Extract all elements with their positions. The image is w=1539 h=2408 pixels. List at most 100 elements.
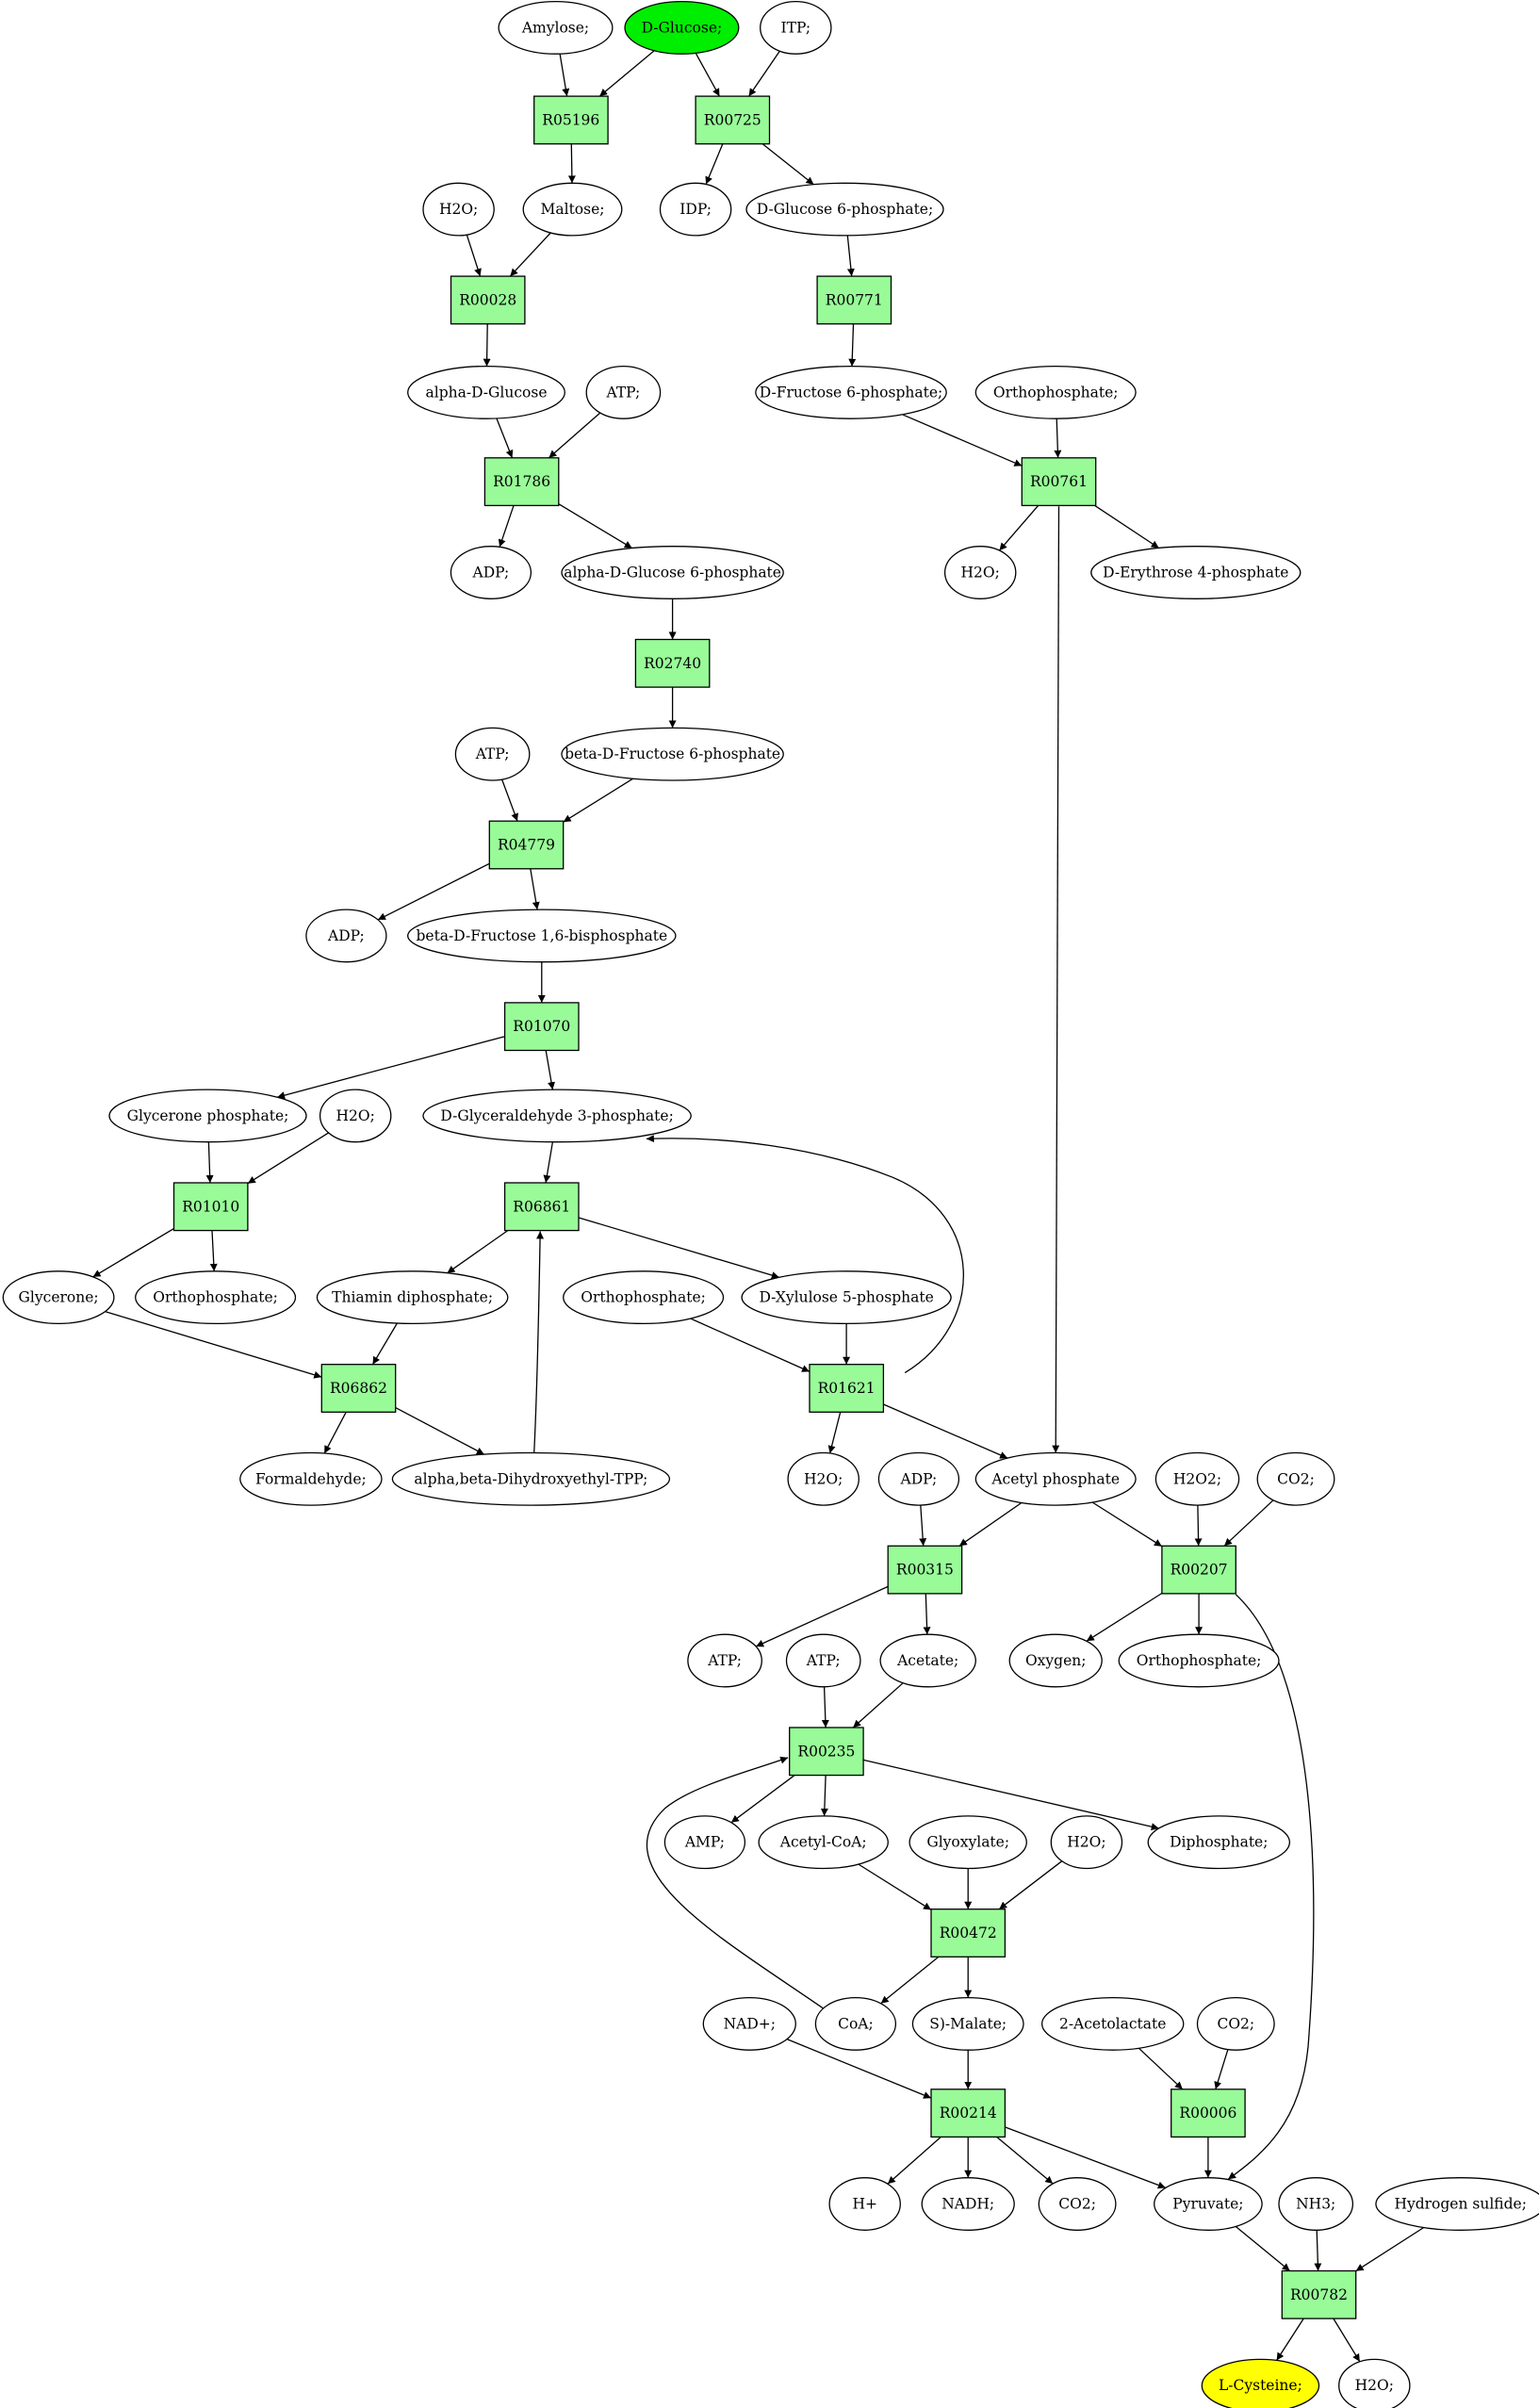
metabolite-node-atp_4[interactable]: ATP;: [785, 1633, 861, 1688]
metabolite-node-bdf16bp[interactable]: beta-D-Fructose 1,6-bisphosphate: [407, 909, 677, 963]
metabolite-node-dx5p[interactable]: D-Xylulose 5-phosphate: [741, 1270, 952, 1325]
metabolite-node-nh3[interactable]: NH3;: [1278, 2177, 1354, 2231]
metabolite-node-atp_2[interactable]: ATP;: [454, 727, 531, 781]
metabolite-node-h2o_2[interactable]: H2O;: [943, 546, 1017, 599]
edge-nh3-to-r00782: [1314, 2230, 1322, 2271]
metabolite-node-atp_1[interactable]: ATP;: [585, 365, 662, 419]
metabolite-node-diphosphate[interactable]: Diphosphate;: [1147, 1815, 1291, 1870]
metabolite-node-nadh[interactable]: NADH;: [921, 2177, 1015, 2231]
metabolite-node-hplus[interactable]: H+: [828, 2177, 901, 2231]
reaction-node-r01786[interactable]: R01786: [483, 457, 560, 507]
node-label-r01070: R01070: [513, 1018, 570, 1035]
metabolite-node-nad[interactable]: NAD+;: [702, 1996, 796, 2051]
node-label-bdf16bp: beta-D-Fructose 1,6-bisphosphate: [416, 927, 667, 944]
metabolite-node-de4p[interactable]: D-Erythrose 4-phosphate: [1090, 546, 1302, 599]
edge-r00782-to-h2o_6: [1333, 2318, 1361, 2363]
metabolite-node-h2s[interactable]: Hydrogen sulfide;: [1375, 2177, 1539, 2231]
node-label-r06862: R06862: [330, 1380, 387, 1397]
metabolite-node-abdtpp[interactable]: alpha,beta-Dihydroxyethyl-TPP;: [391, 1451, 671, 1506]
node-label-hplus: H+: [852, 2196, 877, 2213]
reaction-node-r00315[interactable]: R00315: [887, 1545, 963, 1595]
metabolite-node-h2o_6[interactable]: H2O;: [1338, 2358, 1411, 2408]
metabolite-node-acetate[interactable]: Acetate;: [879, 1633, 976, 1688]
metabolite-node-adp_2[interactable]: ADP;: [305, 909, 387, 963]
metabolite-node-co2_2[interactable]: CO2;: [1196, 1996, 1275, 2051]
metabolite-node-dglucose[interactable]: D-Glucose;: [624, 0, 740, 55]
metabolite-node-smalate[interactable]: S)-Malate;: [911, 1996, 1024, 2051]
metabolite-node-coa[interactable]: CoA;: [814, 1996, 897, 2051]
metabolite-node-glycerone_p[interactable]: Glycerone phosphate;: [108, 1089, 307, 1143]
reaction-node-r00782[interactable]: R00782: [1281, 2269, 1357, 2319]
metabolite-node-itp[interactable]: ITP;: [760, 0, 832, 55]
metabolite-node-h2o_1[interactable]: H2O;: [422, 182, 495, 237]
metabolite-node-adglucose[interactable]: alpha-D-Glucose: [407, 365, 565, 419]
metabolite-ellipse: [741, 1270, 952, 1325]
metabolite-node-thiamin[interactable]: Thiamin diphosphate;: [316, 1270, 509, 1325]
metabolite-node-acetylcoa[interactable]: Acetyl-CoA;: [758, 1815, 889, 1870]
metabolite-ellipse: [422, 182, 495, 237]
reaction-node-r01010[interactable]: R01010: [172, 1182, 249, 1232]
metabolite-node-co2_1[interactable]: CO2;: [1256, 1451, 1335, 1506]
metabolite-ellipse: [921, 2177, 1015, 2231]
metabolite-node-acetolactate[interactable]: 2-Acetolactate: [1040, 1996, 1185, 2051]
metabolite-node-dgap[interactable]: D-Glyceraldehyde 3-phosphate;: [422, 1089, 692, 1143]
metabolite-node-idp[interactable]: IDP;: [659, 182, 732, 237]
reaction-node-r05196[interactable]: R05196: [533, 95, 609, 145]
reaction-node-r06861[interactable]: R06861: [503, 1182, 580, 1232]
edge-df6p-to-r00761: [902, 414, 1023, 467]
node-label-r04779: R04779: [498, 837, 555, 854]
metabolite-ellipse: [563, 1270, 725, 1325]
node-label-r00214: R00214: [940, 2105, 997, 2121]
node-label-dx5p: D-Xylulose 5-phosphate: [759, 1289, 933, 1306]
metabolite-node-adp_3[interactable]: ADP;: [877, 1451, 960, 1506]
reaction-box: [1021, 457, 1097, 507]
metabolite-node-amp[interactable]: AMP;: [663, 1815, 746, 1870]
metabolite-node-ortho_2[interactable]: Orthophosphate;: [135, 1270, 297, 1325]
metabolite-node-lcysteine[interactable]: L-Cysteine;: [1201, 2358, 1320, 2408]
reaction-box: [503, 1182, 580, 1232]
metabolite-ellipse: [2, 1270, 115, 1325]
metabolite-node-adg6p[interactable]: alpha-D-Glucose 6-phosphate: [561, 546, 784, 599]
reaction-node-r00771[interactable]: R00771: [816, 275, 892, 325]
metabolite-node-h2o_5[interactable]: H2O;: [1050, 1815, 1123, 1870]
reaction-node-r00214[interactable]: R00214: [930, 2089, 1007, 2138]
metabolite-node-glyoxylate[interactable]: Glyoxylate;: [909, 1815, 1027, 1870]
reaction-node-r00028[interactable]: R00028: [450, 275, 526, 325]
metabolite-node-h2o_4[interactable]: H2O;: [787, 1451, 860, 1506]
metabolite-node-amylose[interactable]: Amylose;: [498, 0, 614, 55]
reaction-node-r04779[interactable]: R04779: [488, 820, 565, 870]
node-label-adglucose: alpha-D-Glucose: [426, 384, 548, 401]
reaction-node-r00235[interactable]: R00235: [789, 1727, 864, 1777]
node-label-atp_3: ATP;: [707, 1652, 742, 1669]
edge-pyruvate-to-r00782: [1235, 2225, 1291, 2272]
metabolite-node-atp_3[interactable]: ATP;: [687, 1633, 762, 1688]
metabolite-node-h2o2[interactable]: H2O2;: [1154, 1451, 1240, 1506]
metabolite-node-df6p[interactable]: D-Fructose 6-phosphate;: [755, 365, 947, 419]
reaction-node-r00006[interactable]: R00006: [1171, 2089, 1246, 2138]
edge-dglucose-to-r05196: [598, 50, 655, 97]
metabolite-node-bdf6p[interactable]: beta-D-Fructose 6-phosphate: [561, 727, 784, 781]
reaction-box: [320, 1364, 397, 1413]
metabolite-node-ortho_3[interactable]: Orthophosphate;: [563, 1270, 725, 1325]
reaction-node-r00761[interactable]: R00761: [1021, 457, 1097, 507]
metabolite-node-ortho_1[interactable]: Orthophosphate;: [974, 365, 1137, 419]
metabolite-node-formaldehyde[interactable]: Formaldehyde;: [239, 1451, 383, 1506]
reaction-node-r01621[interactable]: R01621: [809, 1364, 885, 1413]
metabolite-node-ortho_4[interactable]: Orthophosphate;: [1118, 1633, 1280, 1688]
metabolite-node-pyruvate[interactable]: Pyruvate;: [1154, 2177, 1263, 2231]
reaction-node-r00725[interactable]: R00725: [695, 95, 771, 145]
reaction-node-r02740[interactable]: R02740: [634, 638, 711, 688]
metabolite-ellipse: [108, 1089, 307, 1143]
metabolite-node-co2_3[interactable]: CO2;: [1038, 2177, 1117, 2231]
metabolite-node-oxygen[interactable]: Oxygen;: [1008, 1633, 1103, 1688]
reaction-node-r00472[interactable]: R00472: [930, 1908, 1007, 1958]
metabolite-node-adp_1[interactable]: ADP;: [450, 546, 532, 599]
reaction-node-r01070[interactable]: R01070: [503, 1002, 580, 1052]
reaction-node-r06862[interactable]: R06862: [320, 1364, 397, 1413]
metabolite-node-maltose[interactable]: Maltose;: [522, 182, 623, 237]
metabolite-node-acetylp[interactable]: Acetyl phosphate: [974, 1451, 1137, 1506]
metabolite-node-glycerone[interactable]: Glycerone;: [2, 1270, 115, 1325]
metabolite-node-dg6p[interactable]: D-Glucose 6-phosphate;: [745, 182, 944, 237]
reaction-node-r00207[interactable]: R00207: [1161, 1545, 1236, 1595]
metabolite-node-h2o_3[interactable]: H2O;: [319, 1089, 392, 1143]
